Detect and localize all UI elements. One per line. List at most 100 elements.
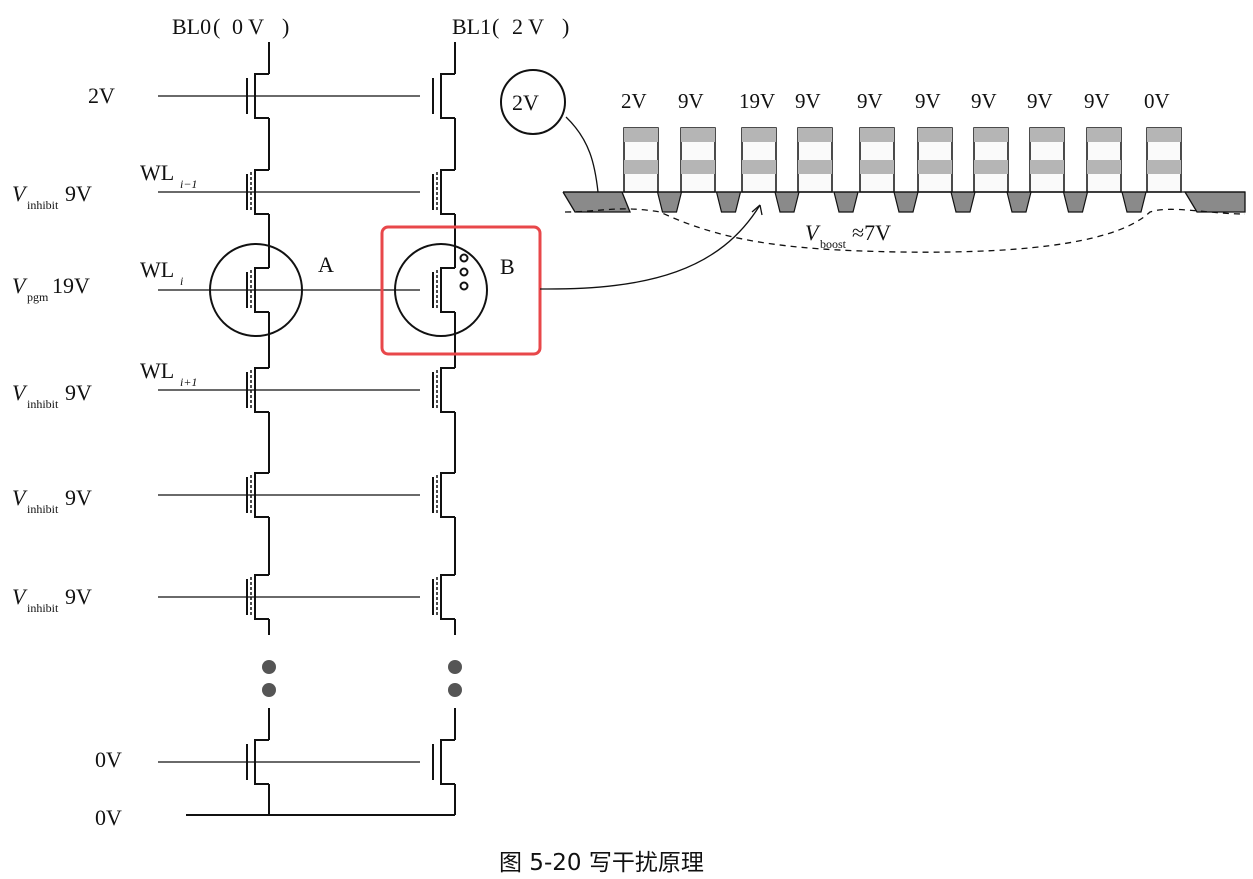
row-4-vsub: inhibit <box>27 502 59 516</box>
bl1-voltage: 2 V <box>512 14 544 39</box>
gate-voltage-label-0: 2V <box>621 89 647 113</box>
svg-text:(: ( <box>492 14 499 39</box>
gate-voltage-label-7: 9V <box>1027 89 1053 113</box>
diffusion-3 <box>774 191 800 213</box>
row-1-vsub: inhibit <box>27 198 59 212</box>
cell-b-circle <box>394 243 488 337</box>
bitline-contact-circle <box>500 69 566 135</box>
gate-voltage-label-5: 9V <box>915 89 941 113</box>
cell-a-label: A <box>318 252 334 277</box>
control-gate-4 <box>860 128 894 142</box>
row-3-vval: 9V <box>65 380 92 405</box>
bitline-contact-arrow <box>565 116 599 193</box>
word-lines <box>158 95 455 816</box>
nand-string-bl0 <box>246 42 270 815</box>
figure-caption: 图 5-20 写干扰原理 <box>499 850 704 876</box>
boost-subscript: boost <box>820 237 847 251</box>
diffusion-7 <box>1006 191 1032 213</box>
boost-curve <box>564 208 1246 253</box>
row-3-wl-sub: i+1 <box>180 375 197 389</box>
bl1-transistor-0 <box>440 73 455 119</box>
svg-text:): ) <box>562 14 569 39</box>
diffusion-8 <box>1062 191 1089 213</box>
bitline-contact-label: 2V <box>512 90 539 115</box>
floating-gate-9 <box>1147 160 1181 174</box>
gate-voltage-label-9: 0V <box>1144 89 1170 113</box>
bl1-transistor-1 <box>440 169 455 215</box>
diffusion-9 <box>1121 191 1147 213</box>
svg-text:): ) <box>282 14 289 39</box>
diffusion-2 <box>715 191 742 213</box>
cell-b-pointer-arrow <box>539 204 761 290</box>
bl1-name: BL1 <box>452 14 491 39</box>
row-7-voltage: 0V <box>95 805 122 830</box>
string-cross-section: 2V 2V 9V 19V 9V 9V 9V 9V 9V 9V 0V V boost ≈7V <box>500 69 1246 253</box>
row-2-wl-sub: i <box>180 274 183 288</box>
bitline-header-bl1: BL1 ( 2 V ) <box>452 14 569 39</box>
gate-voltage-label-1: 9V <box>678 89 704 113</box>
control-gate-0 <box>624 128 658 142</box>
diffusion-1 <box>656 191 683 213</box>
control-gate-9 <box>1147 128 1181 142</box>
gate-stacks <box>562 127 1246 213</box>
nand-string-bl1 <box>432 42 456 815</box>
gate-voltage-label-8: 9V <box>1084 89 1110 113</box>
row-2-vsym: V <box>12 273 28 298</box>
bl1-transistor-5 <box>440 574 455 620</box>
bl1-transistor-3 <box>440 367 455 413</box>
floating-gate-1 <box>681 160 715 174</box>
bl0-voltage: 0 V <box>232 14 264 39</box>
gate-voltage-label-4: 9V <box>857 89 883 113</box>
gate-voltage-label-6: 9V <box>971 89 997 113</box>
floating-gate-5 <box>918 160 952 174</box>
control-gate-8 <box>1087 128 1121 142</box>
row-0-voltage: 2V <box>88 83 115 108</box>
bitline-header-bl0: BL0 ( 0 V ) <box>172 14 289 39</box>
diffusion-5 <box>893 191 919 213</box>
row-4-vval: 9V <box>65 485 92 510</box>
row-1-wl: WL <box>140 160 174 185</box>
floating-gate-8 <box>1087 160 1121 174</box>
gate-voltage-labels: 2V 9V 19V 9V 9V 9V 9V 9V 9V 0V <box>621 89 1170 113</box>
row-3-vsym: V <box>12 380 28 405</box>
boost-value: ≈7V <box>852 220 891 245</box>
row-2-wl: WL <box>140 257 174 282</box>
row-5-vsym: V <box>12 584 28 609</box>
cell-b-label: B <box>500 254 515 279</box>
floating-gate-0 <box>624 160 658 174</box>
gate-voltage-label-3: 9V <box>795 89 821 113</box>
control-gate-7 <box>1030 128 1064 142</box>
row-3-wl: WL <box>140 358 174 383</box>
boost-symbol: V <box>805 220 821 245</box>
diffusion-4 <box>833 191 859 213</box>
control-gate-1 <box>681 128 715 142</box>
floating-gate-3 <box>798 160 832 174</box>
source-diffusion <box>1183 191 1246 213</box>
floating-gate-2 <box>742 160 776 174</box>
row-5-vval: 9V <box>65 584 92 609</box>
floating-gate-4 <box>860 160 894 174</box>
floating-gate-7 <box>1030 160 1064 174</box>
svg-text:(: ( <box>213 14 220 39</box>
row-3-vsub: inhibit <box>27 397 59 411</box>
row-labels: 2V WL i−1 V inhibit 9V WL i V pgm 19V WL… <box>12 83 197 830</box>
bl0-name: BL0 <box>172 14 211 39</box>
control-gate-5 <box>918 128 952 142</box>
bl1-transistor-6 <box>440 739 455 785</box>
row-4-vsym: V <box>12 485 28 510</box>
row-2-vval: 19V <box>52 273 90 298</box>
row-6-voltage: 0V <box>95 747 122 772</box>
cell-a-circle <box>209 243 303 337</box>
continuation-dots <box>262 660 462 697</box>
control-gate-6 <box>974 128 1008 142</box>
diffusion-6 <box>950 191 976 213</box>
highlight-box <box>380 225 542 356</box>
row-1-vsym: V <box>12 181 28 206</box>
row-2-vsub: pgm <box>27 290 49 304</box>
bl1-transistor-4 <box>440 472 455 518</box>
gate-voltage-label-2: 19V <box>739 89 775 113</box>
row-1-wl-sub: i−1 <box>180 177 197 191</box>
control-gate-3 <box>798 128 832 142</box>
cell-b-electrons <box>459 253 469 291</box>
